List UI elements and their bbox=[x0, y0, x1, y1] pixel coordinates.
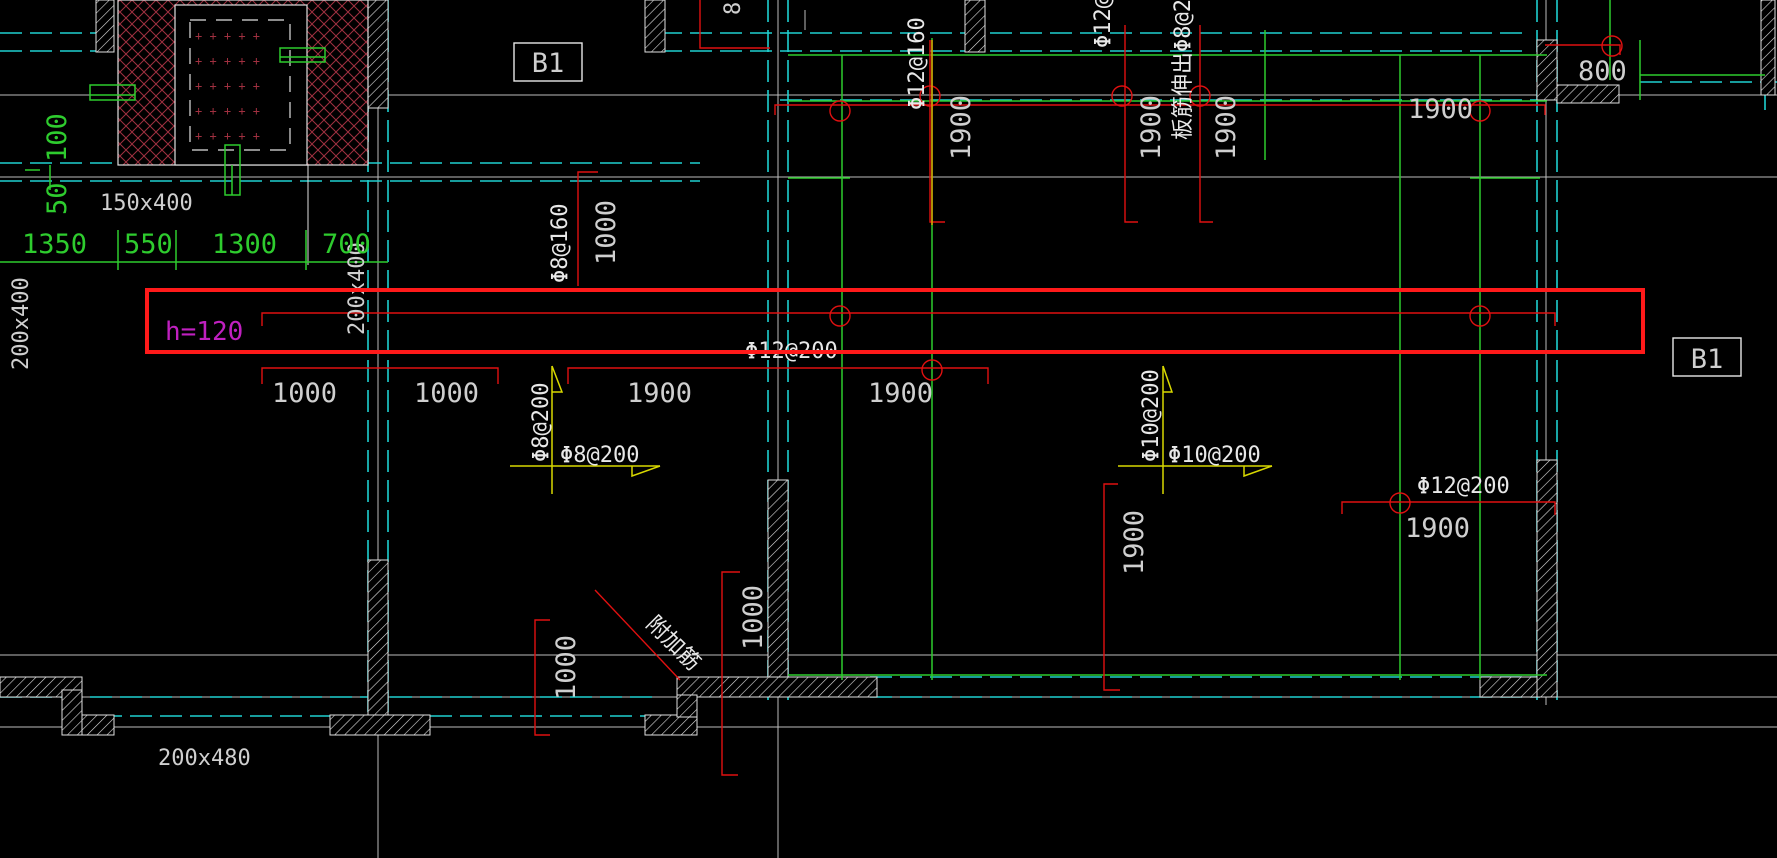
svg-text:+ + + + +: + + + + + bbox=[195, 79, 260, 93]
beam-size-top: 150x400 bbox=[100, 191, 193, 216]
diagonal-note: 附加筋 bbox=[641, 612, 705, 676]
length-1000-a: 1000 bbox=[272, 378, 337, 409]
rebar-leaders bbox=[510, 40, 1273, 494]
dim-700: 700 bbox=[322, 229, 371, 260]
length-1900-c: 1900 bbox=[1405, 513, 1470, 544]
dim-550: 550 bbox=[124, 229, 173, 260]
wall-hatching bbox=[0, 0, 1776, 736]
length-1900-e: 1900 bbox=[1119, 510, 1150, 575]
support-rebar bbox=[261, 0, 1623, 776]
beam-size-bottom: 200x480 bbox=[158, 746, 251, 771]
rebar-phi10-200-v: Φ10@200 bbox=[1139, 369, 1164, 462]
small-green-brackets bbox=[89, 47, 326, 196]
svg-text:+ + + + +: + + + + + bbox=[195, 29, 260, 43]
length-1900-d: 1900 bbox=[1408, 94, 1473, 125]
length-1000-c: 1000 bbox=[591, 200, 622, 265]
length-1000-e: 1000 bbox=[738, 585, 769, 650]
length-1900-a: 1900 bbox=[627, 378, 692, 409]
panel-tag-right[interactable]: B1 bbox=[1672, 337, 1742, 377]
rebar-phi10-200-h: Φ10@200 bbox=[1168, 443, 1261, 468]
length-1000-d: 1000 bbox=[551, 635, 582, 700]
dim-1350: 1350 bbox=[22, 229, 87, 260]
panel-tag-left-label: B1 bbox=[532, 48, 565, 79]
length-1900-h: 1900 bbox=[1211, 95, 1242, 160]
highlight-selection-box[interactable] bbox=[145, 288, 1645, 354]
panel-tag-right-label: B1 bbox=[1691, 344, 1724, 375]
svg-text:+ + + + +: + + + + + bbox=[195, 54, 260, 68]
panel-tag-left[interactable]: B1 bbox=[513, 42, 583, 82]
rebar-phi8-200-v: Φ8@200 bbox=[529, 383, 554, 462]
beam-size-left: 200x400 bbox=[9, 277, 34, 370]
svg-text:+ + + + +: + + + + + bbox=[195, 129, 260, 143]
rebar-phi12-160: Φ12@160 bbox=[905, 17, 930, 110]
shaft-opening: + + + + + + + + + + + + + + + + + + + + … bbox=[117, 0, 369, 265]
length-800: 800 bbox=[1578, 56, 1627, 87]
length-1900-g: 1900 bbox=[1136, 95, 1167, 160]
dist-bar-note: 板筋伸出Φ8@200 bbox=[1171, 0, 1196, 140]
rebar-phi8-200-h: Φ8@200 bbox=[560, 443, 639, 468]
svg-text:+ + + + +: + + + + + bbox=[195, 104, 260, 118]
length-1000-b: 1000 bbox=[414, 378, 479, 409]
rebar-phi8-160: Φ8@160 bbox=[548, 204, 573, 283]
rebar-phi12-top-cut: Φ12@ bbox=[1091, 0, 1116, 48]
length-1900-b: 1900 bbox=[868, 378, 933, 409]
dim-100: 100 bbox=[42, 113, 73, 162]
rebar-phi12-200-right: Φ12@200 bbox=[1417, 474, 1510, 499]
slab-thickness-label: h=120 bbox=[165, 317, 243, 347]
dim-1300: 1300 bbox=[212, 229, 277, 260]
length-1900-f: 1900 bbox=[946, 95, 977, 160]
top-cut-digit: 8 bbox=[721, 2, 746, 15]
dim-50: 50 bbox=[42, 182, 73, 215]
